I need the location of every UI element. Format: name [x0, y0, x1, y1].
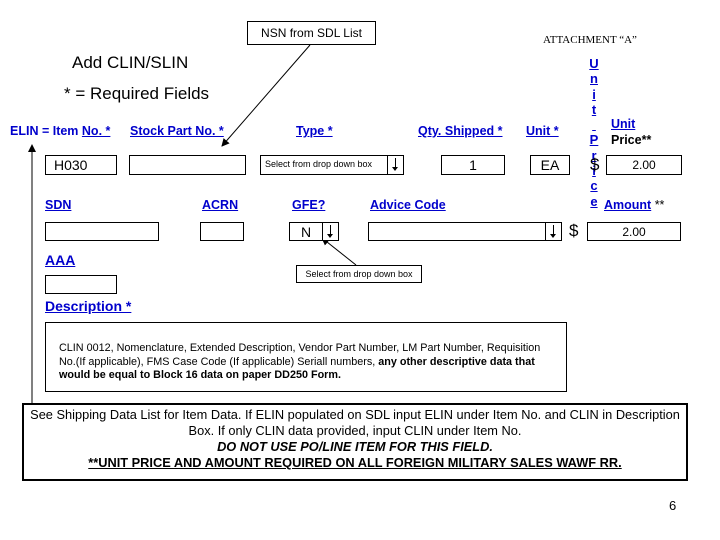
unit-label[interactable]: Unit *	[526, 124, 559, 138]
vertical-letter: c	[590, 178, 598, 194]
vertical-letter: i	[592, 86, 596, 102]
required-note: * = Required Fields	[64, 84, 210, 103]
description-label[interactable]: Description *	[45, 298, 132, 314]
amount-dollar: $	[569, 221, 579, 240]
gfe-dropdown-value: N	[301, 224, 312, 240]
item-no-input[interactable]: H030	[45, 155, 117, 175]
stock-part-label[interactable]: Stock Part No. *	[130, 124, 224, 138]
advice-code-dropdown[interactable]	[368, 222, 562, 241]
aaa-label[interactable]: AAA	[45, 252, 76, 268]
note-line-1: See Shipping Data List for Item Data. If…	[30, 407, 680, 438]
chevron-down-icon[interactable]	[387, 156, 403, 174]
acrn-label[interactable]: ACRN	[202, 198, 239, 212]
description-text-bold: any other descriptive data that would be…	[59, 355, 535, 382]
elin-item-text: ELIN = Item	[10, 124, 82, 138]
amount-input[interactable]: 2.00	[587, 222, 681, 241]
gfe-label[interactable]: GFE?	[292, 198, 326, 212]
type-dropdown-text: Select from drop down box	[265, 159, 373, 169]
amount-link[interactable]: Amount	[604, 198, 652, 212]
unit-price-label: Unit Price**	[611, 116, 651, 148]
unit-price-dollar: $	[590, 155, 600, 174]
qty-shipped-input[interactable]: 1	[441, 155, 505, 175]
nsn-arrow	[221, 44, 311, 147]
unit-price-input[interactable]: 2.00	[606, 155, 682, 175]
note-line-2: DO NOT USE PO/LINE ITEM FOR THIS FIELD.	[217, 439, 493, 454]
vertical-letter: i	[592, 163, 596, 179]
note-line-3: **UNIT PRICE AND AMOUNT REQUIRED ON ALL …	[88, 455, 622, 470]
vertical-letter: e	[590, 193, 598, 209]
vertical-letter: t	[591, 101, 597, 117]
stock-part-no-input[interactable]	[129, 155, 246, 175]
nsn-callout-text: NSN from SDL List	[261, 26, 362, 40]
unit-price-label-1[interactable]: Unit	[611, 117, 636, 131]
vertical-letter: r	[591, 147, 597, 163]
page-number: 6	[669, 498, 677, 513]
page-title: Add CLIN/SLIN	[72, 53, 189, 72]
chevron-down-icon[interactable]	[545, 223, 561, 240]
gfe-dropdown[interactable]: N	[289, 222, 339, 241]
chevron-down-icon[interactable]	[322, 223, 338, 240]
elin-item-label: ELIN = Item No. *	[10, 124, 110, 138]
type-dropdown[interactable]: Select from drop down box	[260, 155, 404, 175]
sdn-label[interactable]: SDN	[45, 198, 72, 212]
dropdown-callout: Select from drop down box	[296, 265, 422, 283]
qty-shipped-label[interactable]: Qty. Shipped *	[418, 124, 503, 138]
unit-input[interactable]: EA	[530, 155, 570, 175]
vertical-letter	[588, 117, 600, 132]
vertical-letter: n	[590, 71, 598, 87]
vertical-letter: P	[589, 132, 599, 148]
instruction-note: See Shipping Data List for Item Data. If…	[22, 403, 688, 481]
dropdown-callout-text: Select from drop down box	[305, 269, 413, 279]
type-label[interactable]: Type *	[296, 124, 333, 138]
advice-code-label[interactable]: Advice Code	[370, 198, 446, 212]
unit-price-label-2: Price**	[611, 133, 652, 147]
elin-item-link[interactable]: No. *	[81, 124, 111, 138]
description-textarea[interactable]: CLIN 0012, Nomenclature, Extended Descri…	[45, 322, 567, 392]
attachment-label: ATTACHMENT “A”	[543, 34, 637, 46]
description-text-plain: CLIN 0012, Nomenclature, Extended Descri…	[59, 342, 541, 368]
nsn-callout: NSN from SDL List	[247, 21, 376, 45]
amount-label: Amount **	[604, 198, 664, 212]
acrn-input[interactable]	[200, 222, 244, 241]
amount-suffix: **	[651, 198, 665, 212]
dropdown-arrow	[321, 237, 357, 266]
aaa-input[interactable]	[45, 275, 117, 294]
vertical-letter: U	[589, 56, 599, 71]
sdn-input[interactable]	[45, 222, 159, 241]
